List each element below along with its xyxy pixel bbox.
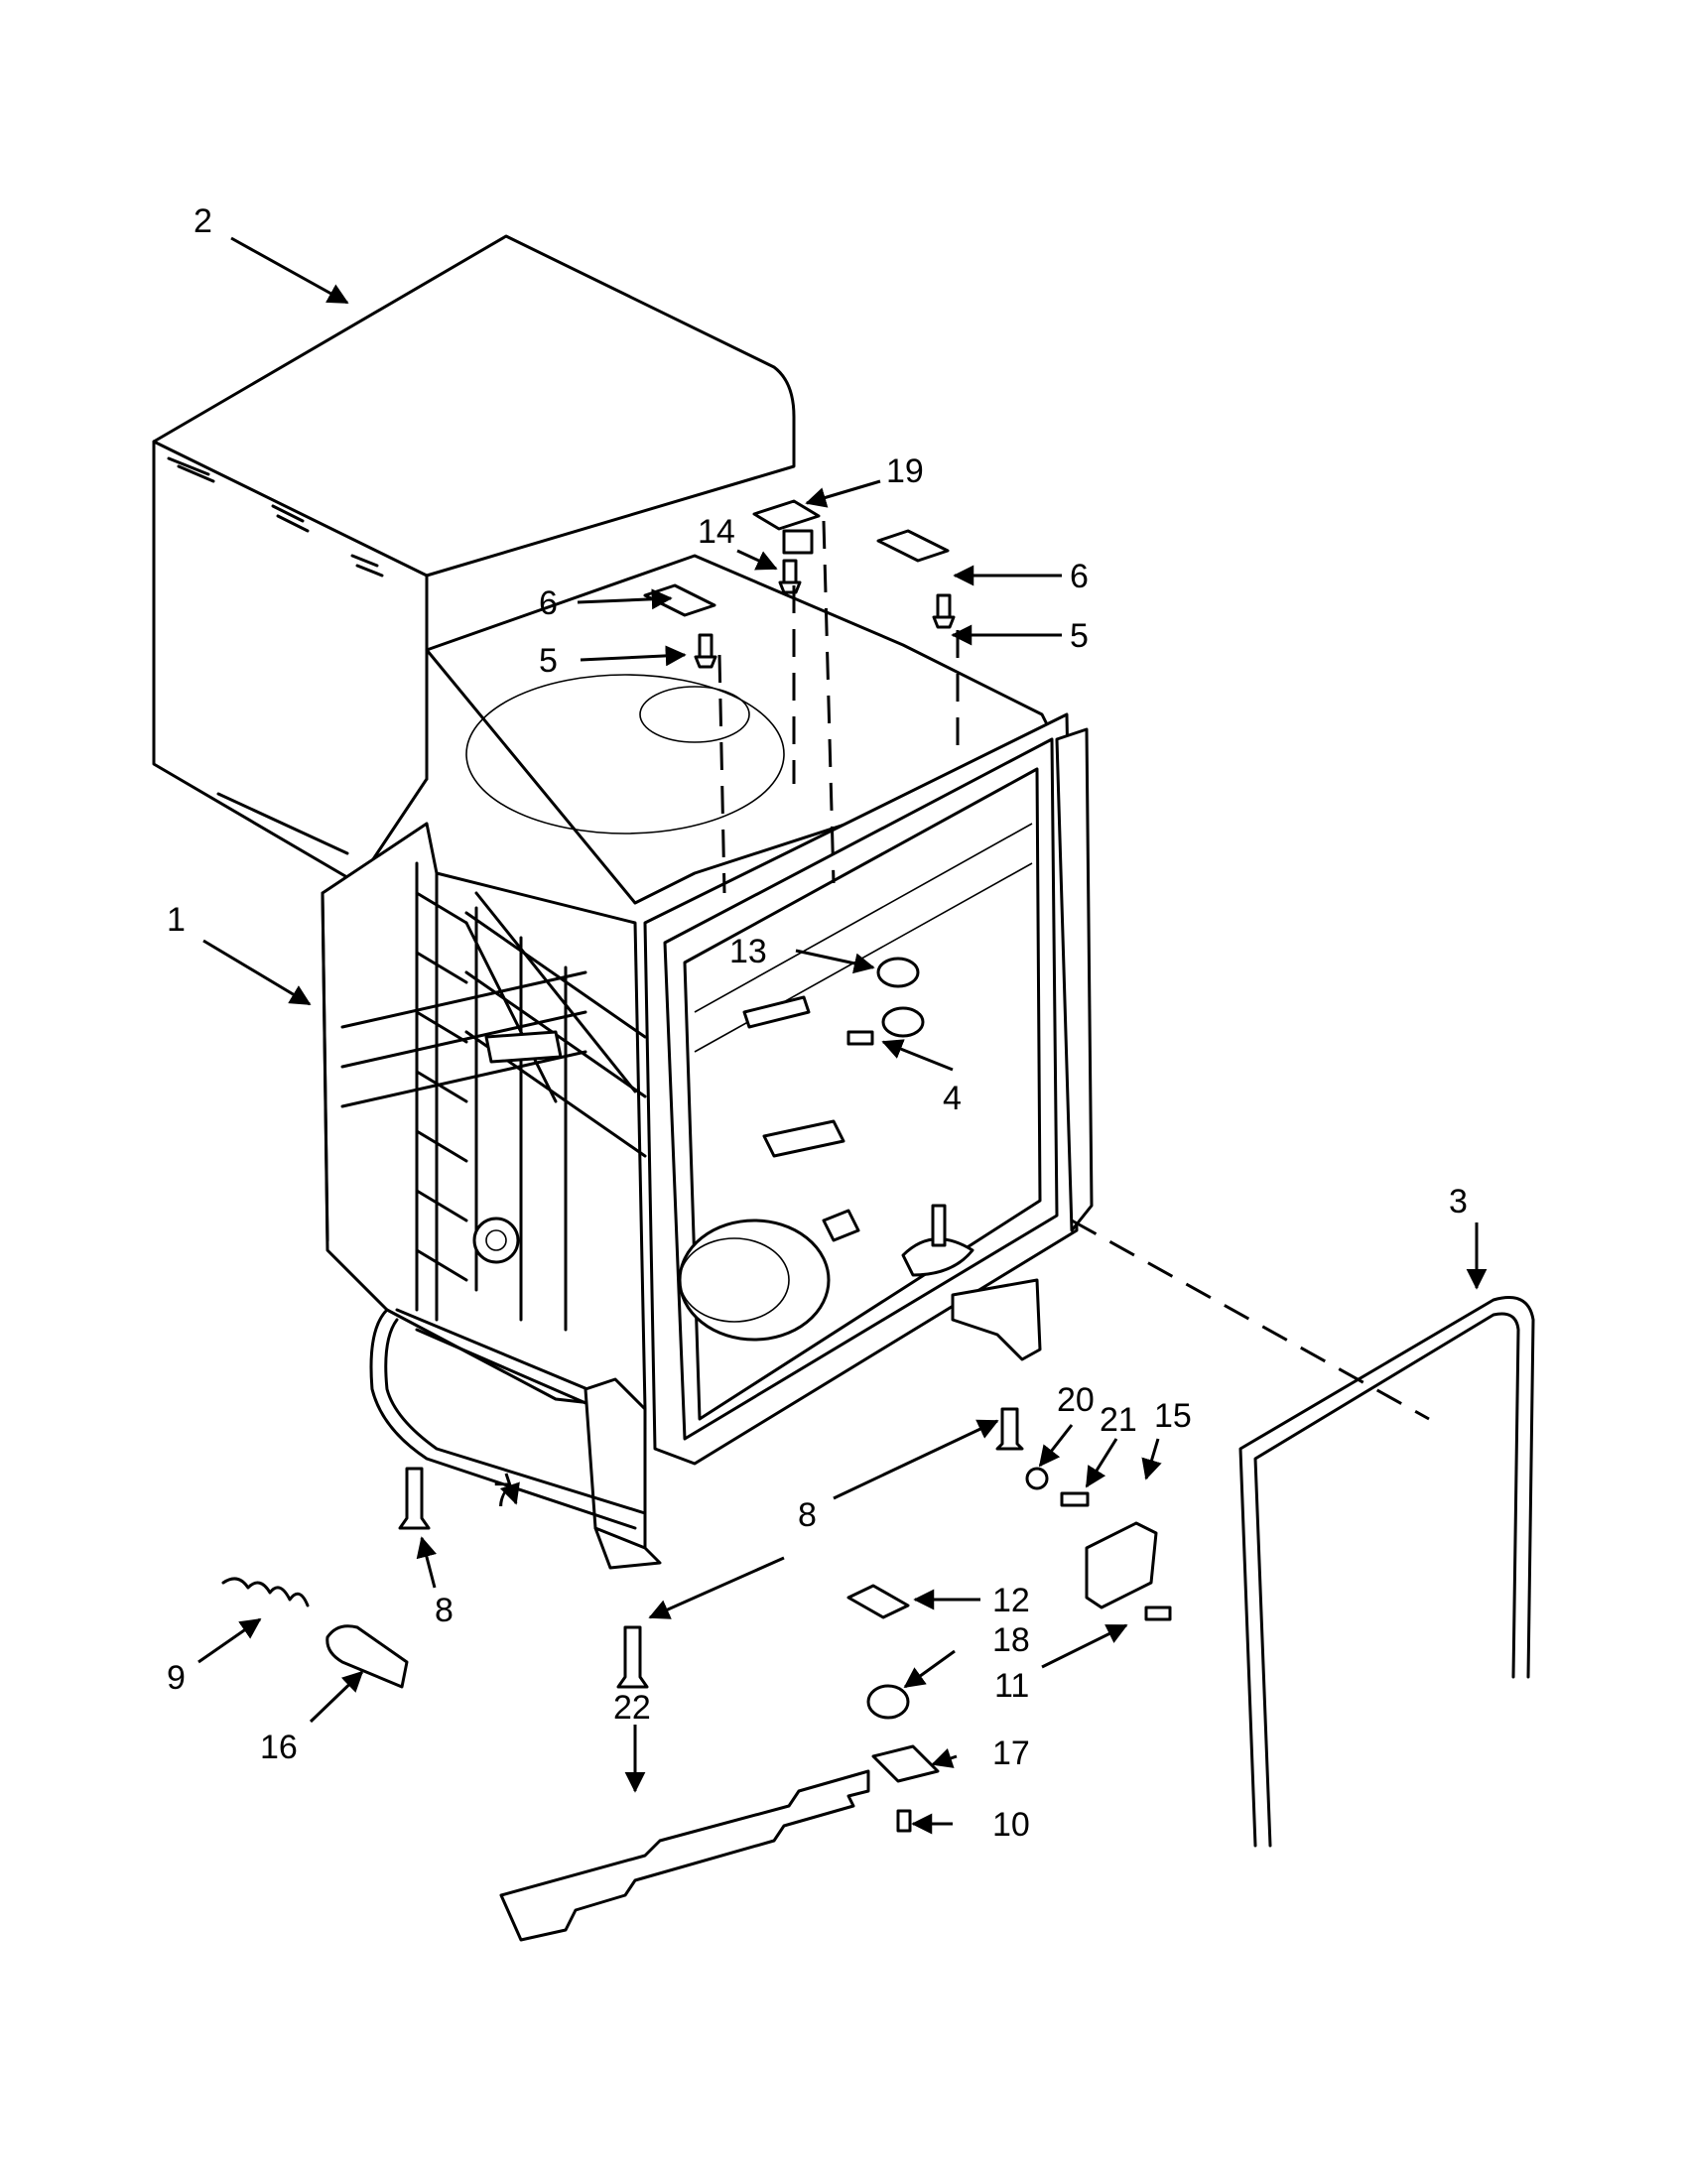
tub-assembly-part <box>321 554 1094 1570</box>
callout-20: 20 <box>1057 1381 1095 1419</box>
callout-10: 10 <box>992 1806 1030 1844</box>
callout-5-left: 5 <box>539 642 558 680</box>
door-seal-part <box>1238 1296 1535 1848</box>
callout-17: 17 <box>992 1734 1030 1772</box>
callout-15: 15 <box>1154 1397 1192 1435</box>
callout-8-center: 8 <box>798 1496 817 1534</box>
callout-13: 13 <box>729 933 767 970</box>
callout-14: 14 <box>698 513 735 551</box>
callout-7: 7 <box>493 1477 512 1514</box>
callout-9: 9 <box>167 1659 186 1697</box>
dishrack-part <box>340 861 647 1332</box>
gasket-part <box>369 1308 647 1530</box>
callout-18: 18 <box>992 1621 1030 1659</box>
callout-21: 21 <box>1100 1401 1137 1439</box>
callout-8-left: 8 <box>435 1592 454 1629</box>
callout-1: 1 <box>167 901 186 939</box>
callout-22: 22 <box>613 1689 651 1727</box>
callout-11: 11 <box>994 1667 1029 1705</box>
callout-labels: 1 2 3 4 5 5 6 6 7 8 8 8 9 10 11 12 13 14… <box>167 202 1468 1844</box>
callout-4: 4 <box>943 1080 962 1117</box>
callout-2: 2 <box>194 202 212 240</box>
callout-16: 16 <box>260 1729 298 1766</box>
alignment-lines <box>717 520 1430 1421</box>
insulation-wrapper-part <box>152 234 796 885</box>
callout-12: 12 <box>992 1582 1030 1619</box>
leader-arrows <box>197 236 1488 1835</box>
base-plate-part <box>499 1769 870 1942</box>
callout-19: 19 <box>886 452 924 490</box>
callout-5-right: 5 <box>1070 617 1089 655</box>
callout-6-left: 6 <box>539 584 558 622</box>
callout-3: 3 <box>1449 1183 1468 1220</box>
callout-6-right: 6 <box>1070 558 1089 595</box>
